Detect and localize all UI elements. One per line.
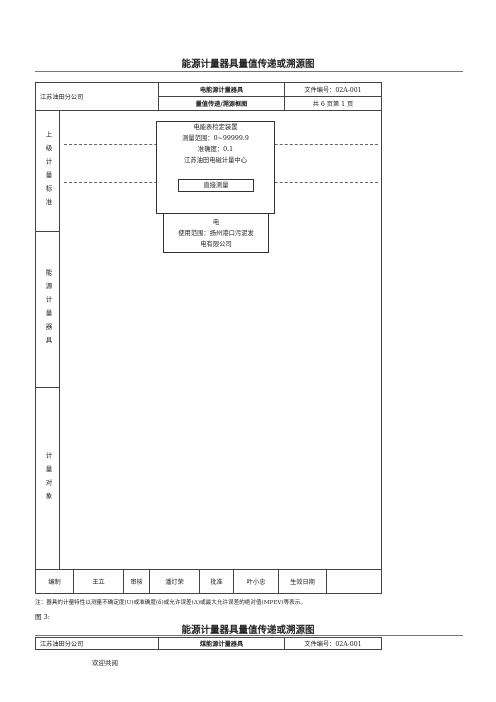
standard-device-range: 测量范围：0~99999.9	[182, 135, 249, 142]
file-number-cell: 文件编号：02A-001	[285, 83, 381, 97]
page-count-cell: 共 6 页第 1 页	[285, 97, 381, 111]
reviewed-by: 潘灯荣	[150, 570, 200, 593]
meter-usage-scope: 使用范围：扬州港口污泥发	[178, 230, 254, 237]
meter-name: 电	[212, 219, 220, 226]
effective-date-value	[327, 570, 381, 593]
approved-label: 批准	[200, 570, 234, 593]
company-cell: 江苏油田分公司	[36, 83, 159, 111]
second-file-number-cell: 文件编号：02A-001	[304, 641, 362, 648]
signature-row: 编制 王立 审核 潘灯荣 批准 叶小忠 生效日期	[36, 569, 381, 593]
page-title: 能源计量器具量值传递或溯源图	[181, 59, 315, 70]
standard-device-owner: 江苏油田电磁计量中心	[184, 157, 247, 164]
section-measurement-objects: 计量对象	[44, 451, 52, 506]
standard-device-node: 电能表检定装置 测量范围：0~99999.9 准确度：0.1 江苏油田电磁计量中…	[156, 121, 275, 214]
approved-by: 叶小忠	[234, 570, 279, 593]
second-form-header: 江苏油田分公司 煤能源计量器具 文件编号：02A-001	[35, 637, 382, 650]
second-category-cell: 煤能源计量器具	[159, 638, 285, 649]
meter-node: 电 使用范围：扬州港口污泥发 电有限公司	[163, 214, 269, 253]
title-underline	[35, 71, 463, 72]
section-label-column	[36, 111, 60, 569]
footnote: 注：器具的计量特性以测量不确定度(U)或准确度(δ)或允许误差(Δ)或最大允许误…	[35, 600, 306, 606]
welcome-text: 欢迎共阅	[92, 659, 118, 667]
reviewed-label: 审核	[124, 570, 150, 593]
compiled-label: 编制	[36, 570, 74, 593]
standard-device-accuracy: 准确度：0.1	[197, 146, 234, 153]
section-upstream-standard: 上级计量标准	[36, 111, 60, 232]
direct-measurement-box: 直接测量	[178, 179, 254, 192]
subtitle-cell: 量值传递/溯源框图	[159, 97, 285, 111]
meter-usage-company: 电有限公司	[200, 241, 232, 248]
section-energy-instruments: 能源计量器具	[36, 232, 60, 388]
second-company-cell: 江苏油田分公司	[36, 638, 159, 649]
standard-device-name: 电能表检定装置	[193, 124, 238, 131]
figure-label: 图 3:	[35, 613, 50, 621]
second-title-underline	[35, 635, 463, 636]
main-form: 江苏油田分公司 电能源计量器具 量值传递/溯源框图 文件编号：02A-001 共…	[35, 82, 382, 594]
category-cell: 电能源计量器具	[159, 83, 285, 97]
compiled-by: 王立	[74, 570, 124, 593]
effective-date-label: 生效日期	[279, 570, 327, 593]
second-page-title: 能源计量器具量值传递或溯源图	[181, 625, 315, 636]
